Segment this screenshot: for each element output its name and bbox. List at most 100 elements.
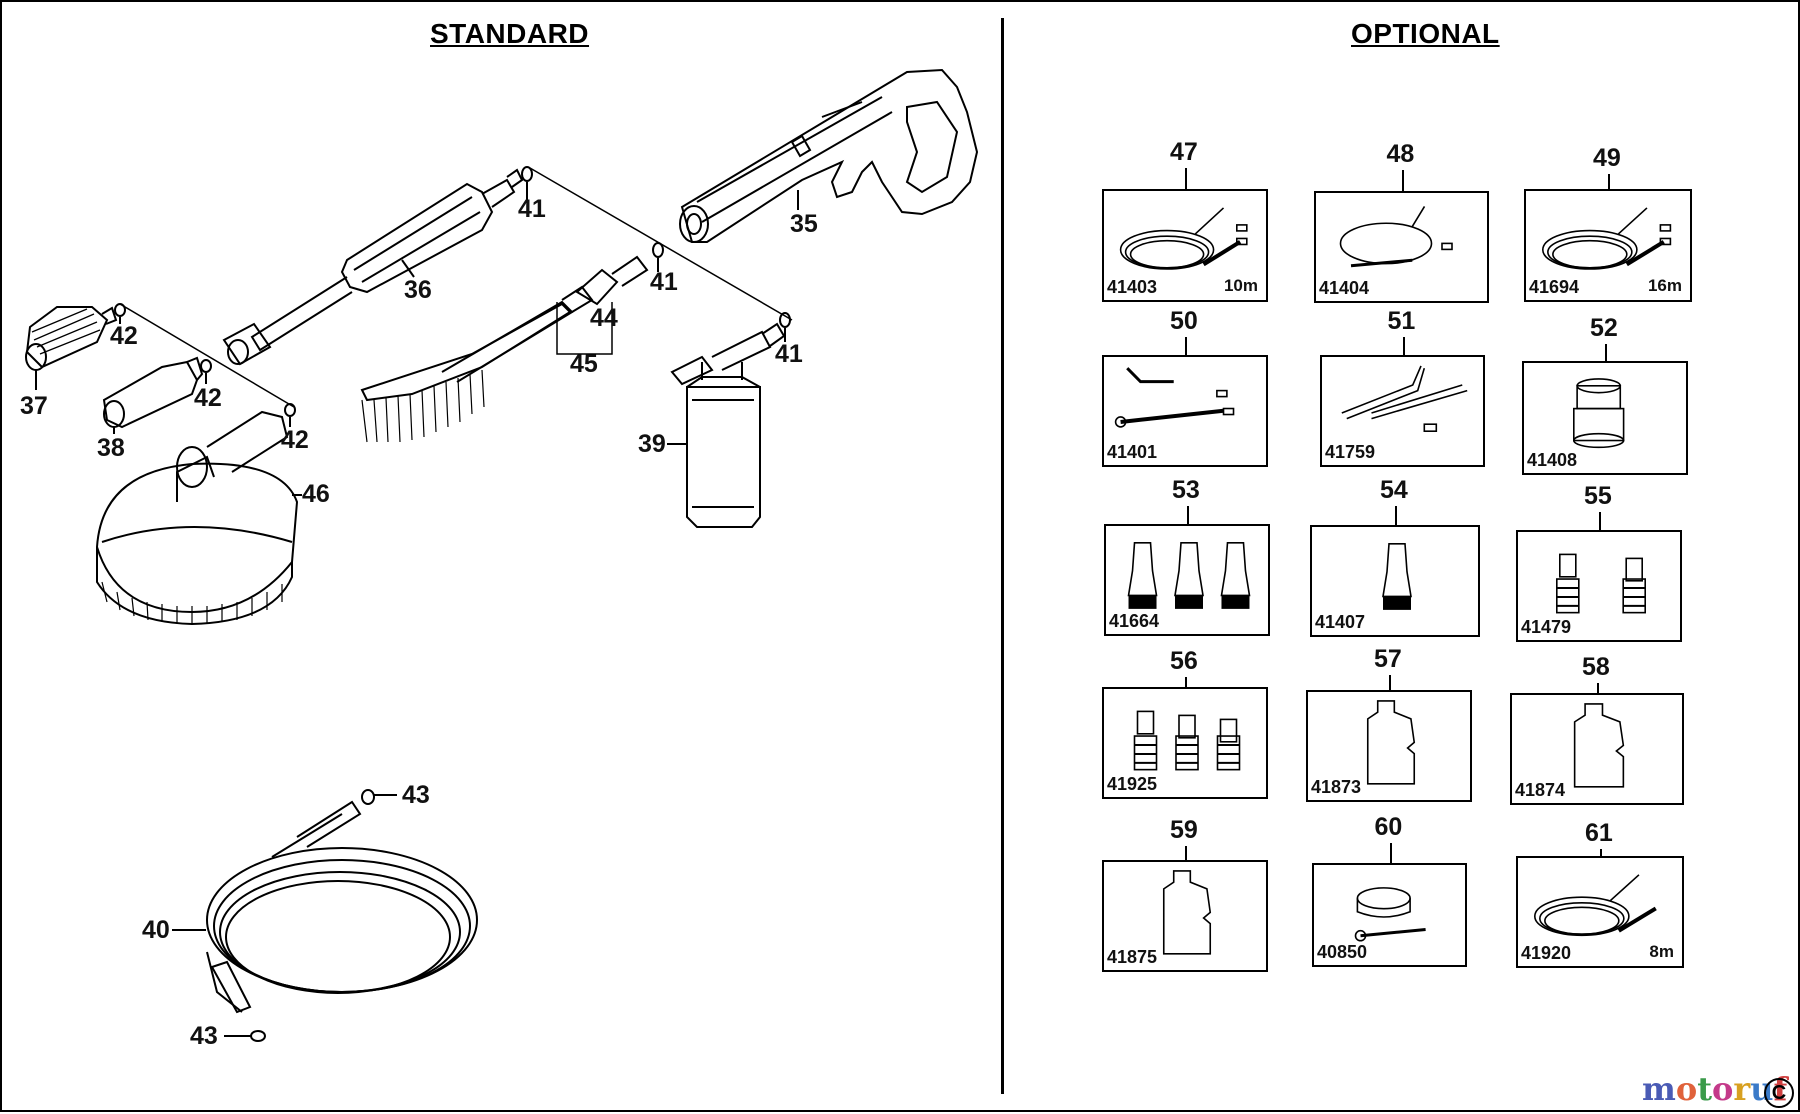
optional-item-number: 56 <box>1170 647 1198 675</box>
optional-item-leader <box>1185 337 1187 355</box>
optional-item-code: 41404 <box>1319 278 1370 298</box>
logo-letter: o <box>1711 1070 1734 1108</box>
part-label-40: 40 <box>142 916 170 944</box>
optional-item-code: 40850 <box>1317 942 1368 962</box>
part-label-46: 46 <box>302 480 330 508</box>
part-label-39: 39 <box>638 430 666 458</box>
part-label-42-second: 42 <box>194 384 222 412</box>
optional-item-illustration <box>1127 542 1251 609</box>
optional-item-code: 41875 <box>1107 947 1158 967</box>
optional-item-illustration <box>1114 367 1235 428</box>
optional-item-code: 41873 <box>1311 777 1362 797</box>
optional-item-number: 60 <box>1374 813 1403 841</box>
optional-item-leader <box>1185 677 1187 687</box>
optional-heading: OPTIONAL <box>1351 18 1500 49</box>
optional-item-number: 55 <box>1584 482 1612 510</box>
optional-item-number: 51 <box>1387 307 1416 335</box>
nozzle-38-drawing <box>102 356 204 429</box>
optional-item-number: 50 <box>1170 307 1198 335</box>
part-label-38: 38 <box>97 434 125 462</box>
part-label-36: 36 <box>404 276 432 304</box>
optional-item-box: 40850 <box>1312 863 1467 967</box>
optional-item-number: 61 <box>1585 819 1613 847</box>
optional-item-leader <box>1402 337 1405 355</box>
optional-item-box: 41759 <box>1320 355 1485 467</box>
optional-item-leader <box>1401 170 1404 191</box>
optional-item-illustration <box>1541 207 1672 270</box>
lance-drawing <box>222 168 524 366</box>
optional-item-number: 53 <box>1172 476 1200 504</box>
standard-heading: STANDARD <box>430 18 590 49</box>
optional-item-leader <box>1608 174 1610 189</box>
part-label-42-third: 42 <box>281 426 309 454</box>
brush-drawing <box>360 255 649 443</box>
standard-parts-illustration <box>25 68 979 1042</box>
optional-item-illustration <box>1354 887 1426 942</box>
logo-letter: o <box>1675 1070 1698 1108</box>
optional-item-number: 48 <box>1386 140 1415 168</box>
optional-item-illustration <box>1133 710 1241 771</box>
optional-item-illustration <box>1341 365 1468 432</box>
part-label-43-bottom: 43 <box>190 1022 218 1050</box>
optional-item-length: 10m <box>1223 276 1258 295</box>
logo-letter: m <box>1642 1070 1676 1108</box>
optional-item-leader <box>1389 675 1391 690</box>
optional-item-box: 41479 <box>1516 530 1682 642</box>
optional-item-number: 57 <box>1374 645 1402 673</box>
optional-item-box: 41873 <box>1306 690 1472 802</box>
optional-item-box: 41920 8m <box>1516 856 1684 968</box>
logo-letter: t <box>1697 1070 1712 1108</box>
optional-item-box: 41401 <box>1102 355 1268 467</box>
part-label-44: 44 <box>590 304 618 332</box>
part-label-43-top: 43 <box>402 781 430 809</box>
logo-letter: r <box>1733 1070 1751 1108</box>
optional-item-box: 41875 <box>1102 860 1268 972</box>
part-label-35: 35 <box>790 210 818 238</box>
optional-item-code: 41920 <box>1521 943 1572 963</box>
optional-item-leader <box>1185 846 1187 860</box>
optional-item-code: 41664 <box>1109 611 1160 631</box>
optional-item-illustration <box>1555 553 1646 614</box>
section-divider <box>1001 18 1004 1094</box>
optional-item-leader <box>1389 843 1392 863</box>
optional-item-illustration <box>1573 703 1625 788</box>
spray-gun-drawing <box>679 68 979 243</box>
logo-mark: C <box>1764 1078 1794 1108</box>
optional-item-illustration <box>1366 700 1416 785</box>
optional-item-number: 49 <box>1593 144 1621 172</box>
optional-item-length: 16m <box>1647 276 1682 295</box>
optional-item-box: 41874 <box>1510 693 1684 805</box>
optional-item-illustration <box>1119 207 1248 270</box>
optional-item-code: 41407 <box>1315 612 1366 632</box>
optional-item-leader <box>1600 849 1602 856</box>
optional-item-code: 41401 <box>1107 442 1158 462</box>
optional-item-code: 41408 <box>1527 450 1578 470</box>
optional-item-number: 58 <box>1582 653 1610 681</box>
optional-item-illustration <box>1572 378 1625 449</box>
optional-item-code: 41694 <box>1529 277 1580 297</box>
optional-item-code: 41925 <box>1107 774 1158 794</box>
hose-drawing <box>206 789 478 1042</box>
patio-cleaner-drawing <box>95 410 299 626</box>
optional-item-number: 47 <box>1170 138 1198 166</box>
optional-item-code: 41874 <box>1515 780 1566 800</box>
optional-item-leader <box>1597 683 1599 693</box>
optional-item-box: 41664 <box>1104 524 1270 636</box>
optional-item-box: 41408 <box>1522 361 1688 475</box>
optional-item-number: 54 <box>1380 476 1408 504</box>
nozzle-37-drawing <box>25 306 118 371</box>
optional-item-illustration <box>1162 870 1212 955</box>
optional-item-box: 41404 <box>1314 191 1489 303</box>
foam-bottle-drawing <box>670 322 786 528</box>
optional-item-box: 41925 <box>1102 687 1268 799</box>
optional-item-number: 52 <box>1590 314 1618 342</box>
optional-item-box: 41407 <box>1310 525 1480 637</box>
optional-item-box: 41694 16m <box>1524 189 1692 302</box>
optional-item-code: 41479 <box>1521 617 1572 637</box>
optional-item-length: 8m <box>1649 942 1674 961</box>
part-label-41-top: 41 <box>518 195 546 223</box>
optional-item-leader <box>1395 506 1397 525</box>
optional-item-number: 59 <box>1170 816 1198 844</box>
